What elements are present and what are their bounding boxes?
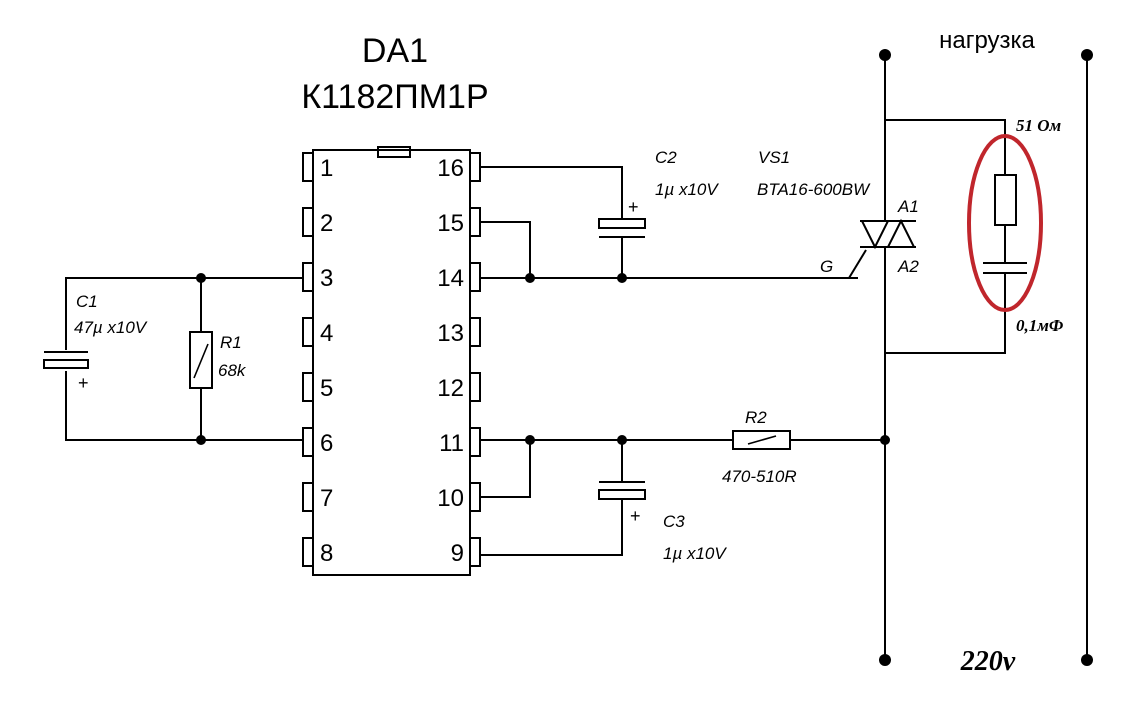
c2-value: 1µ x10V xyxy=(655,180,719,199)
ic-pin-label-4: 4 xyxy=(320,320,333,347)
chip-designator: DA1 xyxy=(362,32,428,70)
ic-pin-2 xyxy=(302,207,314,237)
r2-mark xyxy=(747,435,777,445)
wire-pin10 xyxy=(480,440,531,498)
snubber-network: 51 Ом 0,1мФ xyxy=(885,116,1064,354)
r2-name: R2 xyxy=(745,408,767,427)
terminal-supply-left xyxy=(879,654,891,666)
c1-polarity: + xyxy=(78,373,89,393)
ic-pin-7 xyxy=(302,482,314,512)
junction-pin10-11 xyxy=(525,435,535,445)
ic-pins-right: 16 15 14 13 12 11 10 9 xyxy=(437,152,481,567)
ic-pin-label-7: 7 xyxy=(320,485,333,512)
c3-value: 1µ x10V xyxy=(663,544,727,563)
vs1-part: BTA16-600BW xyxy=(757,180,871,199)
ic-pin-label-5: 5 xyxy=(320,375,333,402)
ic-pin-label-8: 8 xyxy=(320,540,333,567)
c1-value: 47µ x10V xyxy=(74,318,148,337)
ic-pin-11 xyxy=(469,427,481,457)
c2-plate-top xyxy=(598,218,646,229)
ic-pin-label-11: 11 xyxy=(439,430,464,457)
triac-diode-right xyxy=(886,218,916,248)
terminal-supply-right xyxy=(1081,654,1093,666)
wire-pin3-c1 xyxy=(65,277,303,350)
ic-pin-9 xyxy=(469,537,481,567)
ic-pin-label-1: 1 xyxy=(320,155,333,182)
ic-pin-label-3: 3 xyxy=(320,265,333,292)
snubber-resistor-value: 51 Ом xyxy=(1016,116,1062,135)
ic-pin-label-15: 15 xyxy=(437,210,464,237)
junction-c2 xyxy=(617,273,627,283)
wire-pin6-c1 xyxy=(65,371,303,441)
ic-pin-6 xyxy=(302,427,314,457)
power-rails: нагрузка 220v xyxy=(879,27,1093,677)
ic-pin-label-6: 6 xyxy=(320,430,333,457)
wire-pin15 xyxy=(480,221,531,278)
ic-pin-1 xyxy=(302,152,314,182)
ic-pin-label-9: 9 xyxy=(451,540,464,567)
snubber-resistor xyxy=(994,174,1017,226)
junction-r1-bottom xyxy=(196,435,206,445)
ic-pin-label-13: 13 xyxy=(437,320,464,347)
r1-value: 68k xyxy=(218,361,247,380)
c3-polarity: + xyxy=(630,506,641,526)
c3-plate-bottom xyxy=(598,489,646,500)
c2-network: + C2 1µ x10V xyxy=(480,148,858,283)
wire-pin16-c2 xyxy=(480,166,623,218)
triac-vs1: VS1 BTA16-600BW A1 A2 G xyxy=(757,148,919,279)
chip-part-number: К1182ПМ1Р xyxy=(301,78,488,116)
junction-c3 xyxy=(617,435,627,445)
ic-pin-12 xyxy=(469,372,481,402)
ic-pin-8 xyxy=(302,537,314,567)
r2-value: 470-510R xyxy=(722,467,797,486)
terminal-load-right xyxy=(1081,49,1093,61)
r1-name: R1 xyxy=(220,333,242,352)
wire-snubber-bottom xyxy=(885,273,1006,354)
snubber-capacitor-value: 0,1мФ xyxy=(1016,316,1064,335)
c1-plate-bottom xyxy=(43,359,89,369)
ic-pins-left: 1 2 3 4 5 6 7 8 xyxy=(302,152,333,567)
wire-snubber-top xyxy=(885,119,1006,175)
ic-pin-4 xyxy=(302,317,314,347)
junction-r1-top xyxy=(196,273,206,283)
triac-a2-label: A2 xyxy=(897,257,919,276)
c1-name: C1 xyxy=(76,292,98,311)
triac-a1-label: A1 xyxy=(897,197,919,216)
supply-label: 220v xyxy=(960,646,1016,677)
ic-pin-15 xyxy=(469,207,481,237)
ic-pin-label-14: 14 xyxy=(437,265,464,292)
c2-name: C2 xyxy=(655,148,677,167)
ic-pin-label-16: 16 xyxy=(437,155,464,182)
left-network: + C1 47µ x10V R1 68k xyxy=(43,273,303,445)
terminal-load-left xyxy=(879,49,891,61)
ic-pin-label-12: 12 xyxy=(437,375,464,402)
ic-pin-14 xyxy=(469,262,481,292)
c3-network: + C3 1µ x10V R2 470-510R xyxy=(480,408,885,563)
load-label: нагрузка xyxy=(939,27,1035,54)
ic-pin-3 xyxy=(302,262,314,292)
wire-c3-pin9 xyxy=(480,499,623,556)
c2-polarity: + xyxy=(628,197,639,217)
ic-pin-5 xyxy=(302,372,314,402)
ic-notch xyxy=(377,146,411,158)
triac-diode-left xyxy=(860,220,890,250)
triac-gate-lead xyxy=(847,249,867,279)
c3-name: C3 xyxy=(663,512,685,531)
ic-pin-10 xyxy=(469,482,481,512)
junction-pin14-15 xyxy=(525,273,535,283)
snubber-highlight-ellipse xyxy=(967,134,1043,312)
ic-pin-16 xyxy=(469,152,481,182)
ic-pin-label-10: 10 xyxy=(437,485,464,512)
ic-pin-13 xyxy=(469,317,481,347)
ic-pin-label-2: 2 xyxy=(320,210,333,237)
r1-mark xyxy=(193,343,209,379)
triac-gate-label: G xyxy=(820,257,833,276)
ic-body xyxy=(312,149,471,576)
junction-r2-rail xyxy=(880,435,890,445)
vs1-name: VS1 xyxy=(758,148,790,167)
